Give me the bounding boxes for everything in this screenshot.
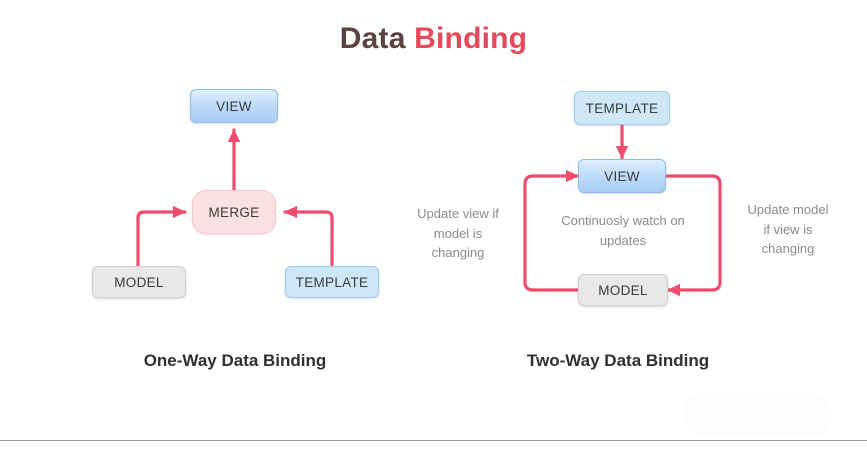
twoway-annotation-left: Update view if model is changing — [417, 206, 499, 260]
twoway-node-view-label: VIEW — [604, 168, 640, 184]
oneway-node-template[interactable]: TEMPLATE — [285, 266, 379, 298]
twoway-node-model[interactable]: MODEL — [578, 274, 668, 306]
twoway-caption: Two-Way Data Binding — [526, 351, 710, 370]
oneway-node-model[interactable]: MODEL — [92, 266, 186, 298]
oneway-node-merge[interactable]: MERGE — [192, 190, 276, 234]
twoway-node-template-label: TEMPLATE — [585, 100, 659, 116]
oneway-node-view[interactable]: VIEW — [190, 89, 278, 123]
oneway-node-model-label: MODEL — [114, 274, 164, 290]
oneway-node-view-label: VIEW — [216, 98, 252, 114]
footer-watermark-shape — [682, 393, 832, 438]
oneway-node-merge-label: MERGE — [208, 204, 260, 220]
oneway-caption: One-Way Data Binding — [143, 351, 327, 370]
footer-divider — [0, 440, 867, 441]
page-title-part-data: Data — [339, 22, 415, 55]
oneway-node-template-label: TEMPLATE — [295, 274, 369, 290]
twoway-annotation-right: Update model if view is changing — [747, 202, 829, 256]
page-title-part-binding: Binding — [414, 22, 528, 55]
edge-template-to-merge — [283, 205, 334, 268]
twoway-node-view[interactable]: VIEW — [578, 159, 666, 193]
twoway-node-template[interactable]: TEMPLATE — [574, 91, 670, 125]
page-title: Data Binding — [0, 22, 867, 56]
edge-model-to-merge — [136, 205, 187, 268]
twoway-node-model-label: MODEL — [598, 282, 648, 298]
twoway-annotation-center: Continuosly watch on updates — [561, 213, 685, 248]
